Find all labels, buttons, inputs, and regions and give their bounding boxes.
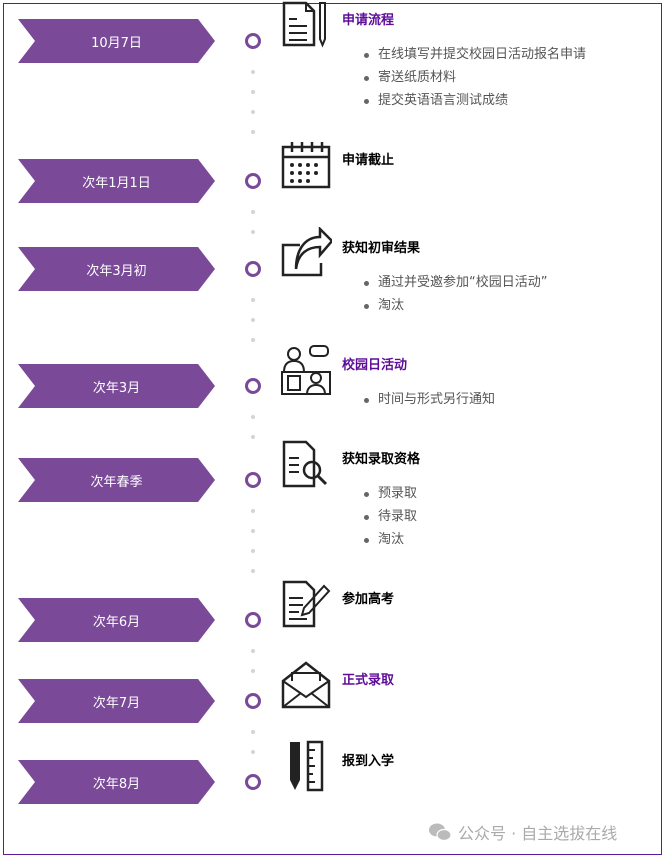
timeline-node	[245, 173, 261, 189]
timeline-node	[245, 261, 261, 277]
date-arrow: 次年3月	[18, 364, 215, 408]
timeline-dot	[251, 415, 255, 419]
wechat-icon	[429, 823, 452, 842]
timeline-dots	[251, 415, 255, 455]
watermark: 公众号 · 自主选拔在线	[428, 820, 617, 844]
date-label: 次年3月初	[86, 263, 147, 279]
step-title: 参加高考	[342, 592, 395, 607]
timeline-dot	[251, 649, 255, 653]
timeline-node	[245, 472, 261, 488]
date-arrow: 次年春季	[18, 458, 215, 502]
document-pen-icon	[282, 1, 326, 48]
timeline-dot	[251, 338, 255, 342]
date-label: 次年3月	[92, 380, 141, 396]
bullet-item: 提交英语语言测试成绩	[363, 89, 586, 112]
timeline-node	[245, 378, 261, 394]
timeline-dots	[251, 649, 255, 689]
bullet-list: 预录取待录取淘汰	[358, 482, 417, 551]
timeline-dot	[251, 130, 255, 134]
timeline-dot	[251, 230, 255, 234]
timeline-dot	[251, 70, 255, 74]
page-frame	[3, 3, 662, 855]
timeline-dot	[251, 529, 255, 533]
date-label: 次年7月	[92, 695, 141, 711]
timeline-node	[245, 693, 261, 709]
bullet-item: 时间与形式另行通知	[363, 388, 495, 411]
bullet-list: 时间与形式另行通知	[358, 388, 495, 411]
step-title: 校园日活动	[342, 358, 408, 373]
timeline-dots	[251, 298, 255, 358]
step-title: 获知录取资格	[342, 452, 421, 467]
timeline-dots	[251, 70, 255, 150]
timeline-dot	[251, 318, 255, 322]
step-title: 正式录取	[342, 673, 395, 688]
date-label: 次年1月1日	[82, 175, 151, 191]
timeline-dot	[251, 730, 255, 734]
date-label: 10月7日	[91, 35, 142, 51]
timeline-dots	[251, 509, 255, 589]
envelope-icon	[281, 661, 331, 709]
pencil-ruler-icon	[290, 740, 324, 792]
timeline-dot	[251, 509, 255, 513]
bullet-item: 预录取	[363, 482, 417, 505]
timeline-node	[245, 612, 261, 628]
bullet-item: 待录取	[363, 505, 417, 528]
timeline-node	[245, 774, 261, 790]
timeline-dot	[251, 669, 255, 673]
interview-icon	[281, 345, 331, 395]
date-arrow: 10月7日	[18, 19, 215, 63]
timeline-dot	[251, 569, 255, 573]
timeline-dot	[251, 750, 255, 754]
date-arrow: 次年8月	[18, 760, 215, 804]
timeline-dot	[251, 435, 255, 439]
step-title: 报到入学	[342, 754, 395, 769]
step-title: 申请流程	[342, 13, 395, 28]
timeline-dot	[251, 549, 255, 553]
share-arrow-icon	[281, 227, 332, 277]
timeline-node	[245, 33, 261, 49]
calendar-icon	[281, 142, 331, 189]
timeline-dots	[251, 210, 255, 250]
date-arrow: 次年7月	[18, 679, 215, 723]
bullet-item: 淘汰	[363, 294, 547, 317]
exam-pen-icon	[282, 580, 331, 628]
date-arrow: 次年3月初	[18, 247, 215, 291]
bullet-item: 淘汰	[363, 528, 417, 551]
bullet-item: 寄送纸质材料	[363, 66, 586, 89]
step-title: 申请截止	[342, 153, 395, 168]
date-label: 次年春季	[90, 474, 143, 490]
bullet-item: 在线填写并提交校园日活动报名申请	[363, 43, 586, 66]
timeline-dot	[251, 110, 255, 114]
bullet-item: 通过并受邀参加“校园日活动”	[363, 271, 547, 294]
timeline-dot	[251, 90, 255, 94]
date-label: 次年8月	[92, 776, 141, 792]
watermark-text: 公众号 · 自主选拔在线	[458, 824, 618, 843]
bullet-list: 通过并受邀参加“校园日活动”淘汰	[358, 271, 547, 317]
date-arrow: 次年6月	[18, 598, 215, 642]
date-label: 次年6月	[92, 614, 141, 630]
bullet-list: 在线填写并提交校园日活动报名申请寄送纸质材料提交英语语言测试成绩	[358, 43, 586, 112]
timeline-dots	[251, 730, 255, 770]
step-title: 获知初审结果	[342, 241, 421, 256]
timeline-dot	[251, 298, 255, 302]
date-arrow: 次年1月1日	[18, 159, 215, 203]
timeline-dot	[251, 210, 255, 214]
document-search-icon	[282, 440, 328, 488]
